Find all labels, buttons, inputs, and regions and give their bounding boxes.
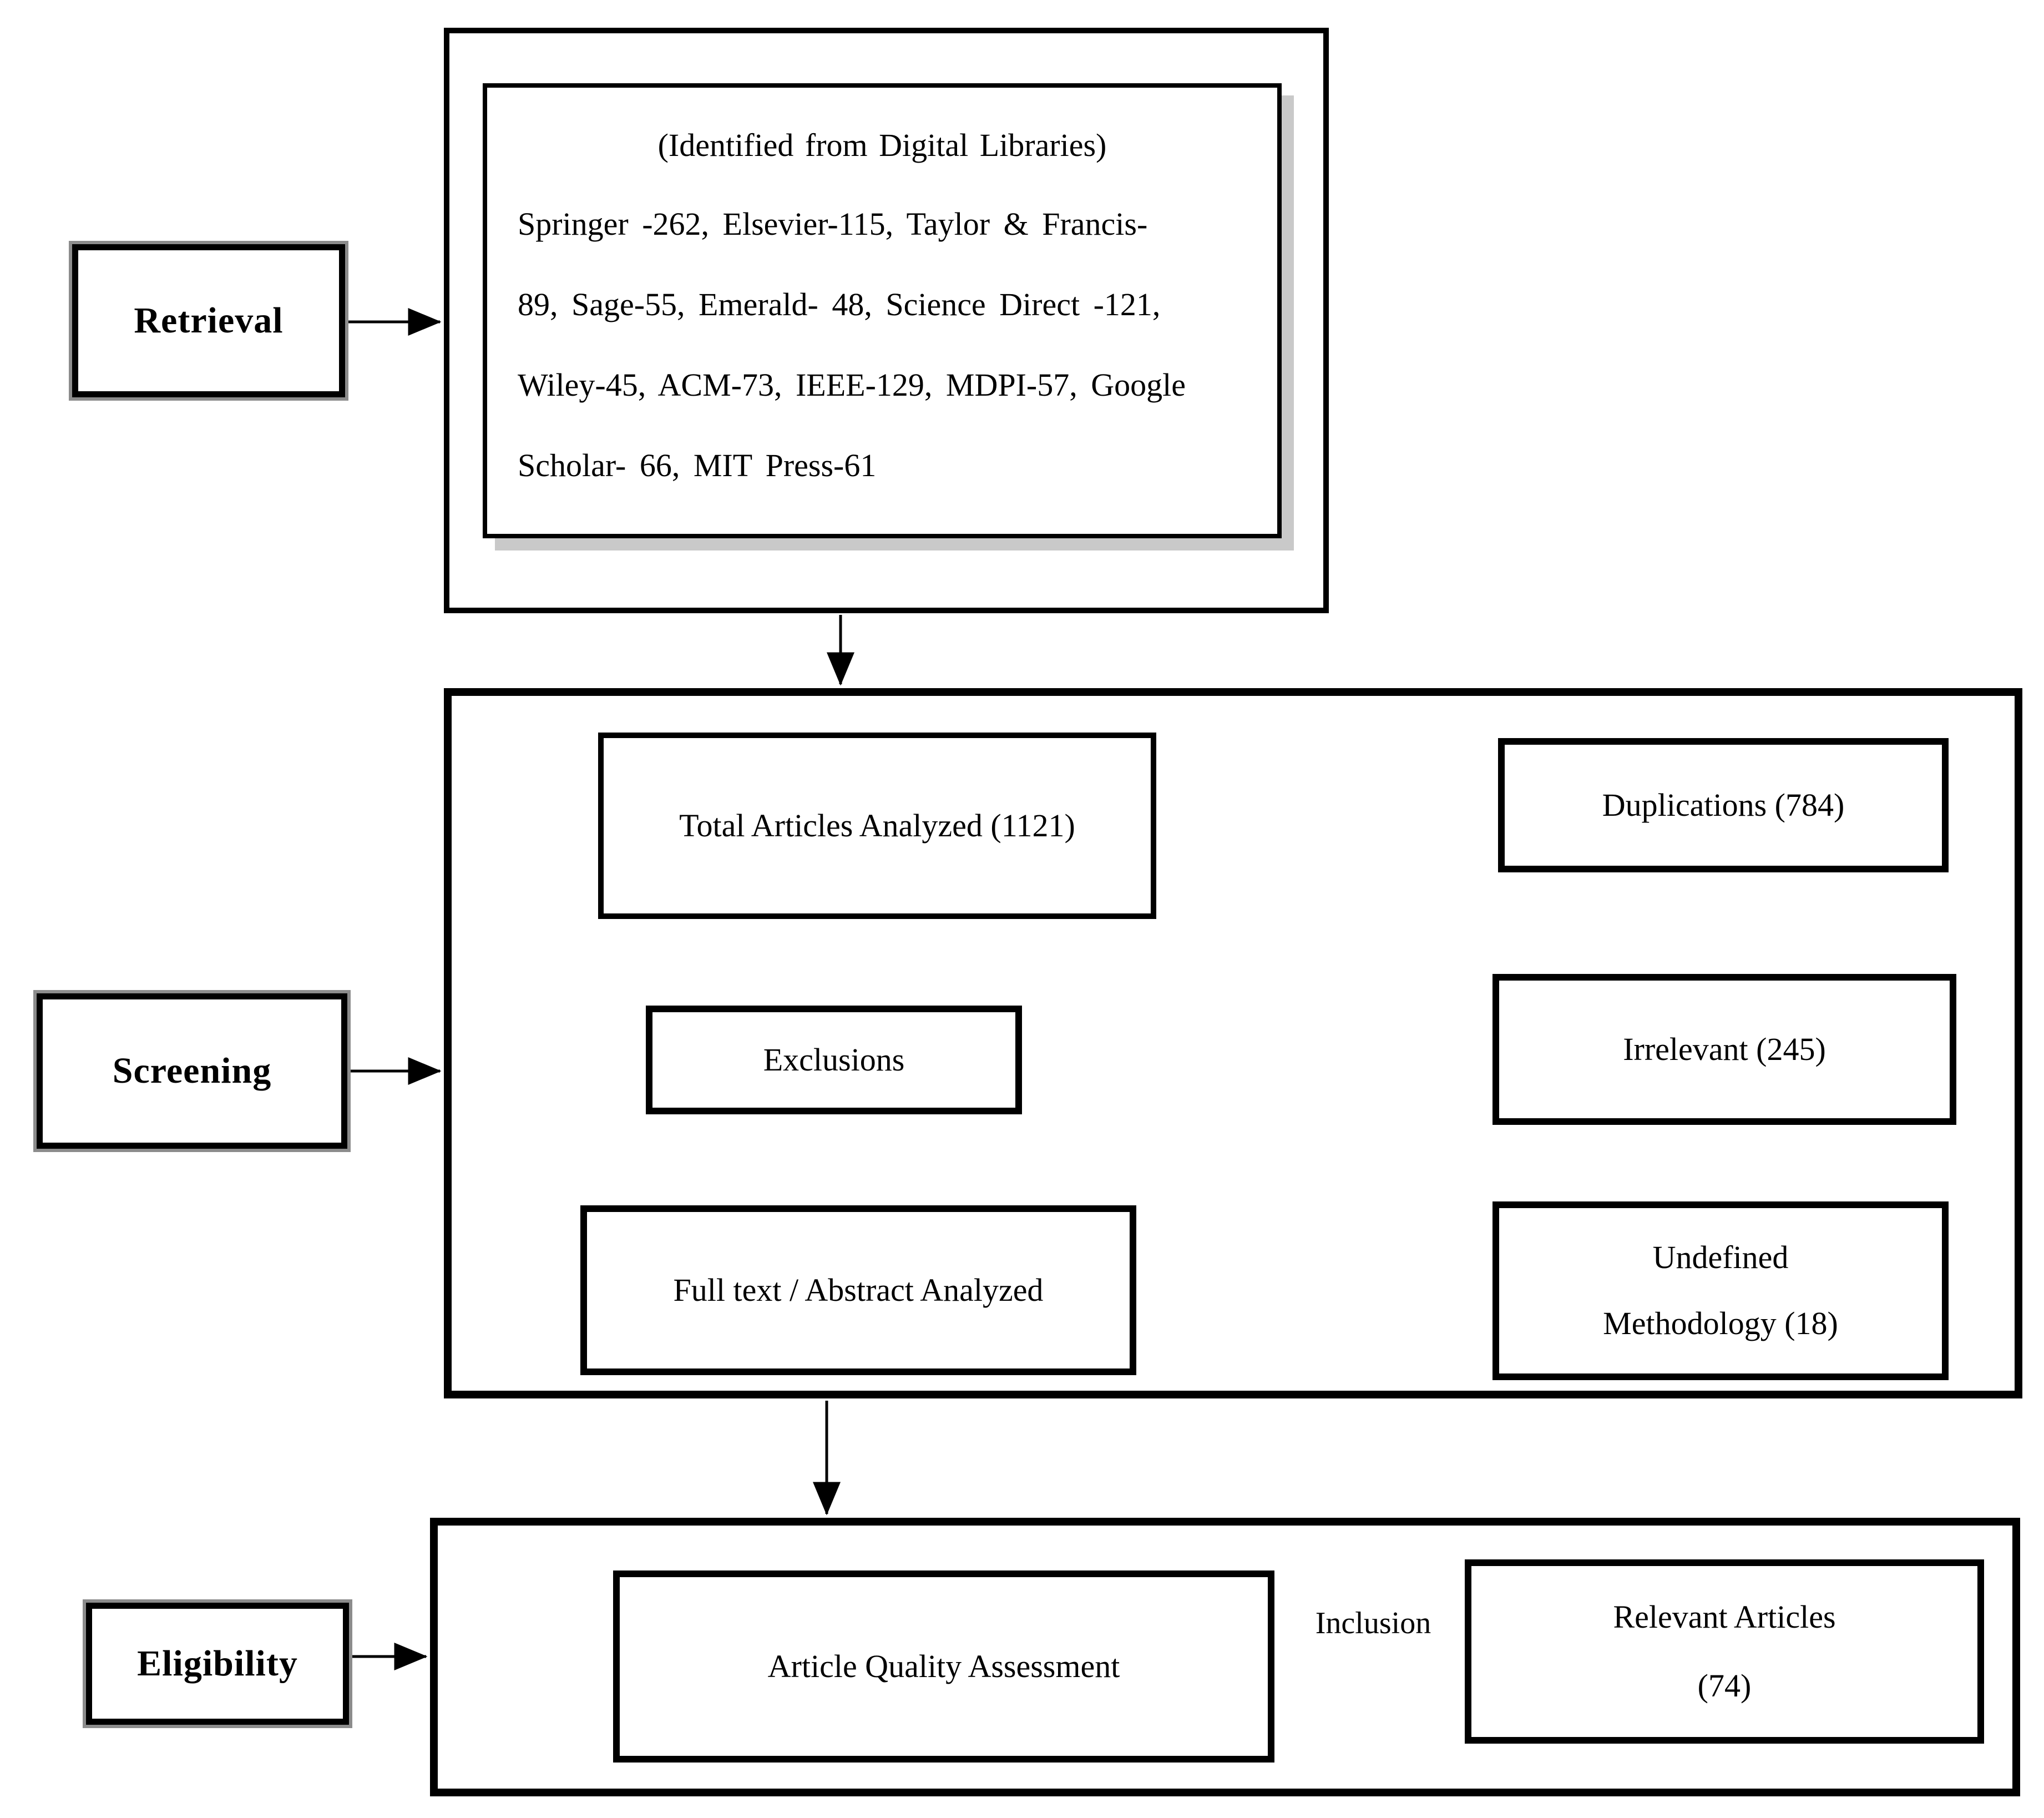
eligibility-stage-box: Eligibility [83,1599,352,1728]
undefined-methodology-box: Undefined Methodology (18) [1492,1201,1949,1380]
identified-sources-title: (Identified from Digital Libraries) [657,127,1107,163]
fulltext-abstract-text: Full text / Abstract Analyzed [673,1271,1044,1308]
exclusions-box: Exclusions [646,1006,1022,1114]
total-articles-text: Total Articles Analyzed (1121) [679,807,1075,844]
retrieval-stage-label: Retrieval [134,300,284,341]
identified-sources-line: 89, Sage-55, Emerald- 48, Science Direct… [518,286,1161,322]
identified-sources-box: (Identified from Digital Libraries) Spri… [483,83,1282,538]
irrelevant-text: Irrelevant (245) [1623,1031,1826,1067]
exclusions-text: Exclusions [763,1041,905,1078]
identified-sources-line: Springer -262, Elsevier-115, Taylor & Fr… [518,206,1148,242]
screening-stage-box: Screening [33,990,351,1152]
total-articles-box: Total Articles Analyzed (1121) [598,733,1156,919]
identified-sources-line: Wiley-45, ACM-73, IEEE-129, MDPI-57, Goo… [518,367,1186,403]
relevant-articles-line1: Relevant Articles [1613,1598,1836,1635]
undefined-methodology-line2: Methodology (18) [1603,1305,1838,1342]
irrelevant-box: Irrelevant (245) [1492,974,1956,1125]
relevant-articles-line2: (74) [1697,1667,1752,1704]
relevant-articles-box: Relevant Articles (74) [1465,1559,1984,1744]
undefined-methodology-line1: Undefined [1652,1239,1789,1276]
inclusion-label-text: Inclusion [1315,1606,1431,1640]
retrieval-stage-box: Retrieval [69,241,348,401]
article-quality-text: Article Quality Assessment [767,1648,1120,1684]
inclusion-label: Inclusion [1282,1605,1465,1641]
eligibility-stage-label: Eligibility [137,1643,298,1684]
duplications-text: Duplications (784) [1602,786,1845,823]
identified-sources-line: Scholar- 66, MIT Press-61 [518,447,877,483]
duplications-box: Duplications (784) [1498,738,1949,872]
fulltext-abstract-box: Full text / Abstract Analyzed [580,1205,1136,1375]
screening-stage-label: Screening [112,1051,272,1091]
article-quality-box: Article Quality Assessment [613,1570,1274,1763]
